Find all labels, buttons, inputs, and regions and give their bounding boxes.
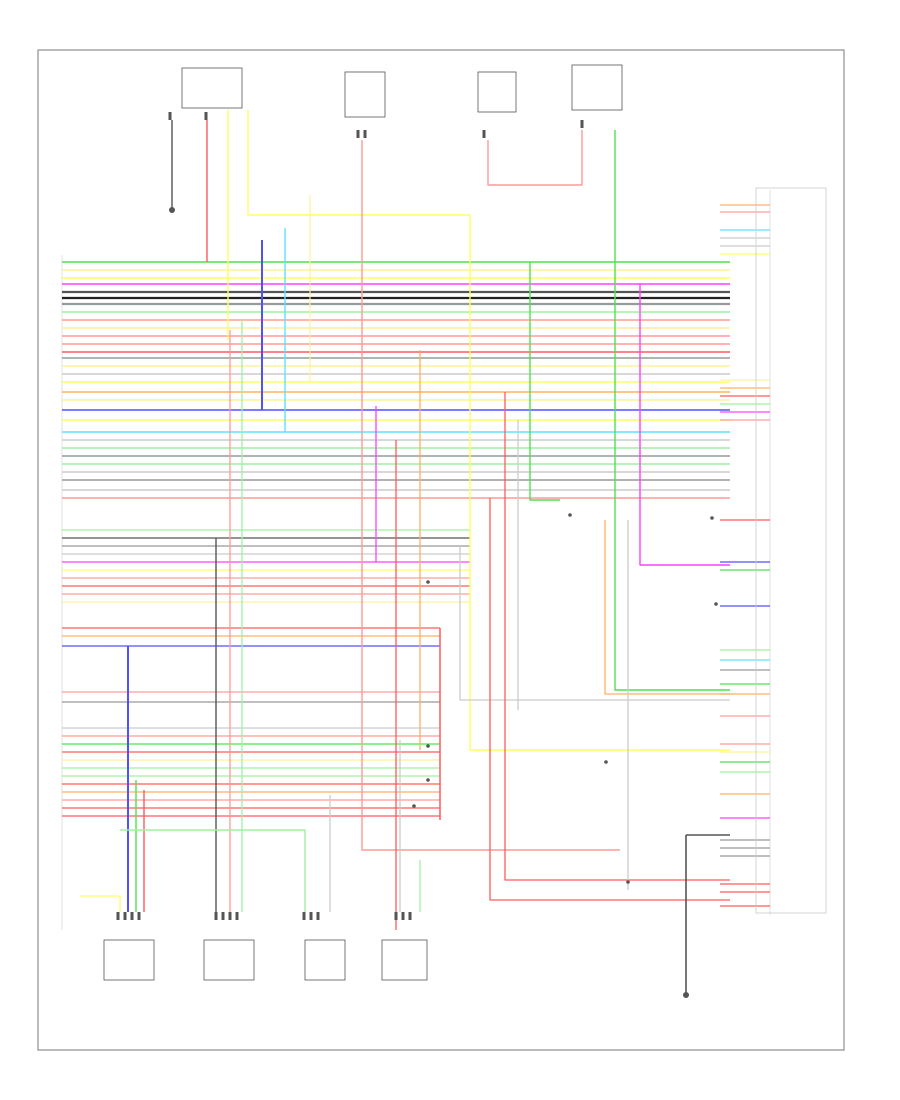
bottom-connector-pin bbox=[116, 912, 120, 920]
vertical-wire bbox=[361, 140, 620, 851]
top-connector-pin bbox=[363, 130, 367, 138]
splice-point bbox=[426, 580, 430, 584]
bottom-connector-pin bbox=[408, 912, 412, 920]
vertical-wire bbox=[247, 110, 730, 751]
bottom-connector-pin bbox=[214, 912, 218, 920]
bottom-connector-pin bbox=[309, 912, 313, 920]
splice-point bbox=[714, 602, 718, 606]
vertical-wire bbox=[489, 498, 730, 901]
splice-point bbox=[426, 744, 430, 748]
wire-harness bbox=[61, 110, 771, 995]
bottom-connector-pin bbox=[123, 912, 127, 920]
bottom-connector-pin bbox=[316, 912, 320, 920]
splice-point bbox=[710, 516, 714, 520]
splice-point bbox=[568, 513, 572, 517]
splice-point bbox=[626, 880, 630, 884]
crankshaft-position-sensor bbox=[103, 939, 155, 981]
drop-wire bbox=[80, 895, 121, 912]
fuel-level-sensor-unit bbox=[181, 67, 243, 109]
bottom-connector-pin bbox=[130, 912, 134, 920]
vehicle-speed-sensor bbox=[381, 939, 428, 981]
vertical-wire bbox=[504, 392, 730, 881]
bottom-connector-pin bbox=[228, 912, 232, 920]
splice-point bbox=[426, 778, 430, 782]
bottom-connector-pin bbox=[137, 912, 141, 920]
sensor-unit-a bbox=[344, 71, 386, 118]
components bbox=[103, 64, 827, 998]
knock-sensor bbox=[304, 939, 346, 981]
engine-control-module bbox=[755, 187, 827, 914]
vertical-wire bbox=[604, 520, 730, 695]
ground-point bbox=[683, 992, 689, 998]
splice-point bbox=[412, 804, 416, 808]
bottom-connector-pin bbox=[394, 912, 398, 920]
ground-point bbox=[169, 207, 175, 213]
bottom-connector-pin bbox=[221, 912, 225, 920]
accelerator-pedal-sensor bbox=[571, 64, 623, 111]
top-connector-pin bbox=[482, 130, 486, 138]
vertical-wire bbox=[639, 284, 730, 566]
vertical-wire bbox=[529, 262, 560, 501]
vertical-wire bbox=[459, 546, 730, 701]
top-connector-pin bbox=[580, 120, 584, 128]
camshaft-position-sensor bbox=[203, 939, 255, 981]
bottom-connector-pin bbox=[302, 912, 306, 920]
bottom-connector-pin bbox=[235, 912, 239, 920]
diagram-frame bbox=[37, 49, 845, 1051]
sensor-unit-b bbox=[477, 71, 517, 113]
vertical-wire bbox=[614, 130, 730, 691]
top-connector-pin bbox=[356, 130, 360, 138]
top-connector-pin bbox=[204, 112, 208, 120]
splice-point bbox=[604, 760, 608, 764]
top-connector-pin bbox=[168, 112, 172, 120]
drop-wire bbox=[120, 829, 306, 912]
bottom-connector-pin bbox=[401, 912, 405, 920]
loop-wire bbox=[487, 130, 583, 186]
